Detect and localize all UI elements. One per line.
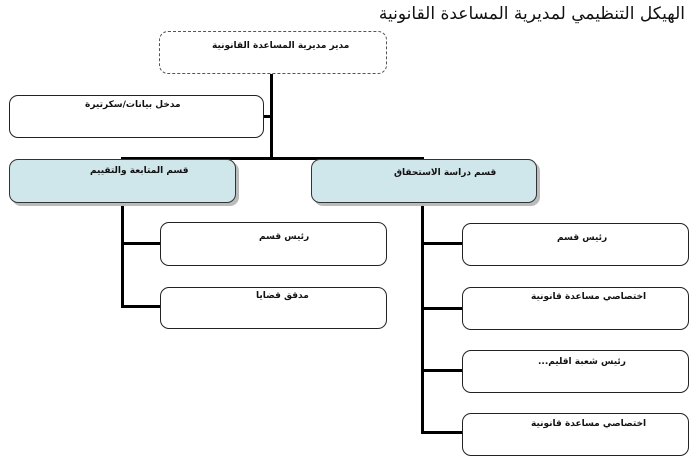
- connector-line: [421, 431, 463, 434]
- connector-line: [121, 305, 161, 308]
- connector-line: [421, 202, 424, 434]
- eligibility-dept-label: قسم دراسة الاستحقاق: [394, 168, 497, 178]
- director-label: مدير مديرية المساعدة القانونية: [212, 41, 350, 51]
- connector-line: [421, 369, 463, 372]
- connector-line: [263, 115, 273, 118]
- connector-line: [421, 242, 463, 245]
- eligibility-child-label: رئيس شعبة اقليم...: [538, 357, 626, 367]
- connector-line: [121, 202, 124, 308]
- follow-up-child-box: رئيس قسم: [160, 222, 387, 266]
- connector-line: [121, 157, 423, 160]
- eligibility-child-box: رئيس شعبة اقليم...: [462, 350, 689, 393]
- eligibility-child-label: اختصاصي مساعدة قانونية: [531, 419, 647, 429]
- follow-up-child-label: رئيس قسم: [259, 232, 310, 242]
- eligibility-child-box: رئيس قسم: [462, 223, 689, 266]
- eligibility-child-box: اختصاصي مساعدة قانونية: [462, 287, 689, 330]
- eligibility-child-label: اختصاصي مساعدة قانونية: [531, 292, 647, 302]
- director-box: مدير مديرية المساعدة القانونية: [159, 31, 387, 74]
- follow-up-child-label: مدقق قضايا: [256, 291, 309, 301]
- connector-line: [121, 242, 161, 245]
- follow-up-child-box: مدقق قضايا: [160, 287, 387, 329]
- eligibility-dept-box: قسم دراسة الاستحقاق: [311, 159, 537, 203]
- chart-title: الهيكل التنظيمي لمديرية المساعدة القانون…: [378, 4, 685, 24]
- follow-up-dept-label: قسم المتابعة والتقييم: [90, 166, 189, 176]
- secretary-label: مدخل بيانات/سكرتيرة: [85, 100, 181, 110]
- secretary-box: مدخل بيانات/سكرتيرة: [9, 95, 264, 138]
- follow-up-dept-box: قسم المتابعة والتقييم: [9, 159, 236, 203]
- eligibility-child-box: اختصاصي مساعدة قانونية: [462, 413, 689, 456]
- connector-line: [421, 307, 463, 310]
- eligibility-child-label: رئيس قسم: [557, 233, 608, 243]
